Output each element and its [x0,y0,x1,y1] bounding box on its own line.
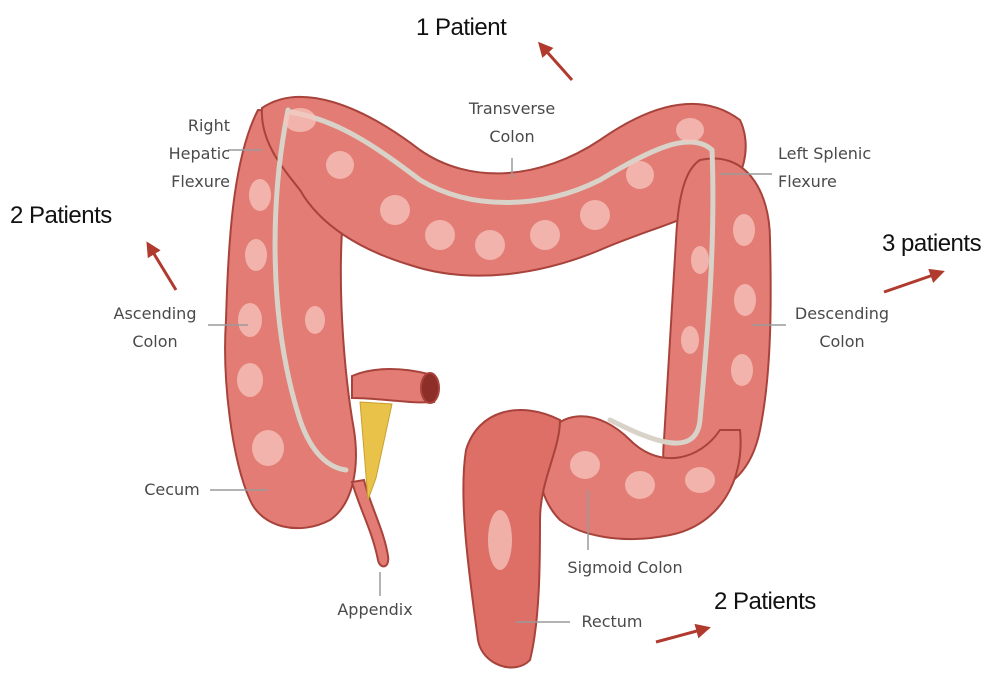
label-cecum: Cecum [132,476,212,504]
label-left-splenic-line1: Left Splenic [778,140,898,168]
count-transverse: 1 Patient [416,14,506,42]
label-ascending-line2: Colon [100,328,210,356]
label-descending-line2: Colon [784,328,900,356]
label-left-splenic-line2: Flexure [778,168,898,196]
ileum-opening [421,373,439,403]
label-descending-line1: Descending [784,300,900,328]
label-rectum: Rectum [572,608,652,636]
label-right-hepatic-line2: Hepatic [150,140,230,168]
label-left-splenic-flexure: Left Splenic Flexure [778,140,898,196]
arrow-hepatic [148,244,176,290]
label-appendix: Appendix [320,596,430,624]
label-transverse-colon: Transverse Colon [452,95,572,151]
count-descending: 3 patients [882,230,981,258]
label-transverse-line2: Colon [452,123,572,151]
count-rectum: 2 Patients [714,588,816,616]
label-ascending-colon: Ascending Colon [100,300,210,356]
label-descending-colon: Descending Colon [784,300,900,356]
label-right-hepatic-line3: Flexure [150,168,230,196]
arrow-rectum [656,628,708,642]
label-right-hepatic-line1: Right [150,112,230,140]
label-sigmoid-colon: Sigmoid Colon [550,554,700,582]
arrow-descending [884,272,942,292]
count-hepatic: 2 Patients [10,202,112,230]
label-transverse-line1: Transverse [452,95,572,123]
label-ascending-line1: Ascending [100,300,210,328]
arrow-transverse [540,44,572,80]
label-right-hepatic-flexure: Right Hepatic Flexure [150,112,230,196]
